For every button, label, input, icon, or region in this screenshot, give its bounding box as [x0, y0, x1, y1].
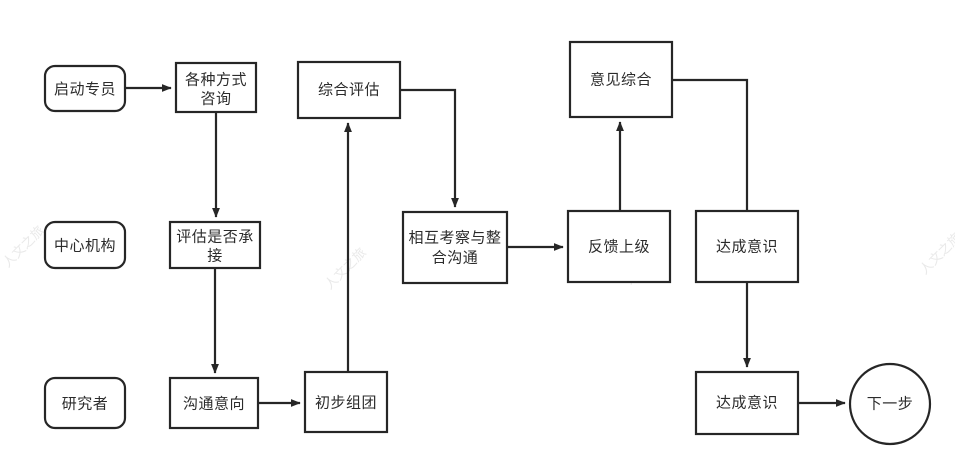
node-evaluate-accept-shape[interactable] [168, 220, 262, 270]
node-evaluate-accept[interactable]: 评估是否承 接 [168, 220, 262, 270]
lane-center[interactable]: 中心机构 [43, 220, 127, 270]
node-communicate-intent-label: 沟通意向 [183, 395, 245, 413]
watermark-text: 人文之旅 [322, 245, 369, 292]
watermark-text: 人文之旅 [917, 230, 955, 277]
node-evaluate-accept-label-line1: 评估是否承 [176, 228, 254, 246]
node-consensus-upper-shape[interactable] [694, 209, 800, 284]
node-consult-methods-label-line1: 各种方式 [185, 71, 247, 89]
node-initial-group-shape[interactable] [303, 370, 389, 434]
node-opinion-synthesis[interactable]: 意见综合 [568, 40, 674, 119]
node-feedback-superior-shape[interactable] [566, 209, 672, 284]
node-comprehensive-eval[interactable]: 综合评估 [296, 60, 402, 120]
lane-initiator[interactable]: 启动专员 [43, 64, 127, 113]
edge-opinion-to-consensus-upper [672, 78, 749, 211]
lane-researcher-label: 研究者 [62, 395, 109, 413]
node-mutual-review-label-line2: 合沟通 [432, 249, 479, 267]
node-opinion-synthesis-shape[interactable] [568, 40, 674, 119]
node-communicate-intent[interactable]: 沟通意向 [168, 376, 260, 430]
node-consult-methods-shape[interactable] [174, 61, 258, 114]
node-opinion-synthesis-label: 意见综合 [590, 71, 652, 89]
node-mutual-review-label-line1: 相互考察与整 [408, 229, 501, 247]
node-evaluate-accept-label-line2: 接 [207, 247, 223, 265]
node-mutual-review[interactable]: 相互考察与整 合沟通 [401, 210, 509, 285]
node-consensus-upper[interactable]: 达成意识 [694, 209, 800, 284]
edge-comprehensive-to-mutual [400, 88, 459, 208]
node-comprehensive-eval-label: 综合评估 [318, 81, 380, 99]
node-next-step[interactable]: 下一步 [848, 362, 932, 446]
node-next-step-label: 下一步 [867, 395, 914, 413]
node-mutual-review-shape[interactable] [401, 210, 509, 285]
lane-center-label: 中心机构 [54, 237, 116, 255]
lane-initiator-label: 启动专员 [54, 80, 116, 98]
node-next-step-shape[interactable] [848, 362, 932, 446]
node-consensus-lower-shape[interactable] [694, 370, 800, 436]
node-consult-methods[interactable]: 各种方式 咨询 [174, 61, 258, 114]
node-comprehensive-eval-shape[interactable] [296, 60, 402, 120]
lane-center-shape[interactable] [43, 220, 127, 270]
node-consensus-upper-label: 达成意识 [716, 238, 778, 256]
node-feedback-superior-label: 反馈上级 [588, 238, 650, 256]
lane-researcher-shape[interactable] [43, 376, 127, 430]
node-consensus-lower-label: 达成意识 [716, 394, 778, 412]
lane-researcher[interactable]: 研究者 [43, 376, 127, 430]
edge-layer [125, 78, 846, 407]
node-communicate-intent-shape[interactable] [168, 376, 260, 430]
lane-initiator-shape[interactable] [43, 64, 127, 113]
node-consult-methods-label-line2: 咨询 [200, 90, 231, 108]
node-initial-group-label: 初步组团 [315, 394, 377, 412]
node-feedback-superior[interactable]: 反馈上级 [566, 209, 672, 284]
node-consensus-lower[interactable]: 达成意识 [694, 370, 800, 436]
watermark-text: 人文之旅 [0, 223, 47, 270]
node-initial-group[interactable]: 初步组团 [303, 370, 389, 434]
